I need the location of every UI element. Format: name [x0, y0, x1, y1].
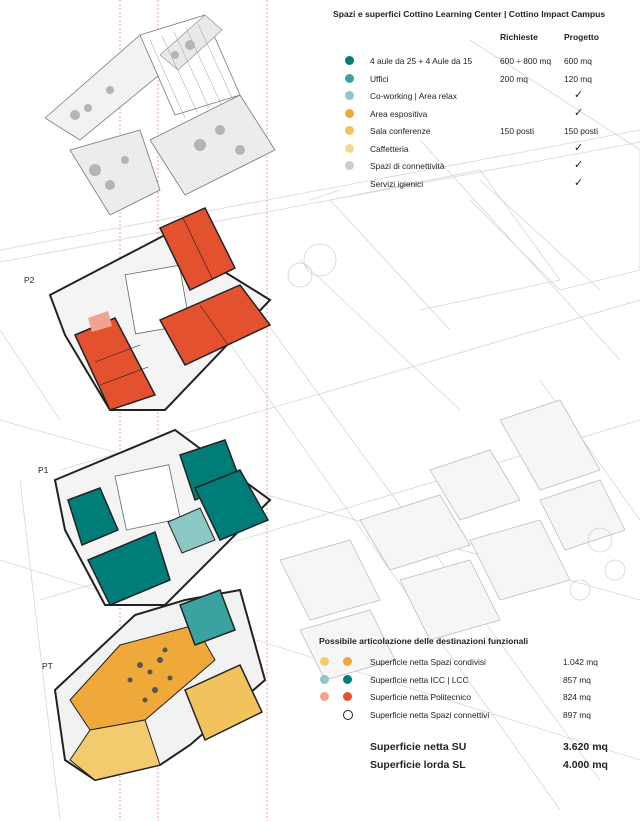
check-icon: ✓	[574, 89, 584, 101]
legend-required-value: 200 mq	[500, 73, 528, 84]
check-icon: ✓	[574, 159, 584, 171]
function-value: 1.042 mq	[563, 657, 598, 667]
floor-p1	[53, 428, 272, 606]
sl-value: 4.000 mq	[563, 759, 608, 771]
function-swatch-light	[320, 692, 329, 701]
check-icon: ✓	[574, 141, 584, 154]
floor-pt	[53, 588, 267, 782]
functions-title: Possibile articolazione delle destinazio…	[319, 636, 529, 646]
legend-swatch	[345, 143, 354, 153]
floor-label-p2: P2	[24, 275, 35, 285]
roof-level	[44, 14, 276, 216]
legend-label: Sala conferenze	[370, 126, 431, 136]
legend-label: Co-working | Area relax	[370, 91, 457, 101]
function-label: Superficie netta Spazi condivisi	[370, 657, 486, 667]
legend-swatch	[345, 161, 354, 170]
p1-icc-rooms	[67, 439, 270, 606]
function-label: Superficie netta Spazi connettivi	[370, 709, 490, 720]
legend-required-value: 150 posti	[500, 126, 534, 136]
legend-label: Area espositiva	[370, 108, 428, 119]
legend-label: Uffici	[370, 73, 389, 84]
function-value: 857 mq	[563, 674, 591, 685]
sl-label: Superficie lorda SL	[370, 759, 466, 771]
function-swatch-light	[320, 657, 329, 666]
legend-swatch	[345, 91, 354, 100]
function-label: Superficie netta Politecnico	[370, 692, 472, 702]
floor-label-p1: P1	[38, 465, 49, 475]
su-label: Superficie netta SU	[370, 741, 467, 753]
check-icon: ✓	[574, 106, 584, 119]
legend-project-value: 120 mq	[564, 73, 592, 84]
legend-label: 4 aule da 25 + 4 Aule da 15	[370, 56, 473, 66]
function-swatch-light	[320, 674, 329, 684]
legend-title: Spazi e superfici Cottino Learning Cente…	[333, 9, 606, 19]
legend-project-value: 600 mq	[564, 56, 592, 66]
legend-label: Spazi di connettività	[370, 161, 445, 171]
legend-label: Servizi igienici	[370, 178, 424, 189]
legend-col-required: Richieste	[500, 32, 538, 42]
floor-p2	[48, 207, 272, 411]
function-value: 824 mq	[563, 692, 591, 702]
legend-swatch	[345, 56, 354, 65]
function-swatch-dark	[343, 709, 353, 720]
site-trees	[287, 243, 626, 601]
su-value: 3.620 mq	[563, 741, 608, 753]
function-label: Superficie netta ICC | LCC	[370, 674, 469, 685]
pt-shared-spaces	[69, 624, 263, 781]
legend-col-project: Progetto	[564, 32, 599, 42]
legend-swatch	[345, 73, 354, 83]
legend-swatch	[345, 126, 354, 135]
function-swatch-dark	[343, 657, 352, 666]
function-swatch-dark	[343, 674, 352, 684]
floor-label-pt: PT	[42, 661, 53, 671]
p2-politecnico-rooms	[73, 207, 272, 411]
function-value: 897 mq	[563, 709, 591, 720]
legend-swatch	[345, 108, 354, 118]
legend-project-value: 150 posti	[564, 126, 598, 136]
legend-label: Caffetteria	[370, 143, 409, 154]
site-building-blocks	[279, 399, 626, 681]
legend-required-value: 600 ÷ 800 mq	[500, 56, 552, 66]
check-icon: ✓	[574, 176, 584, 189]
function-swatch-dark	[343, 692, 352, 701]
